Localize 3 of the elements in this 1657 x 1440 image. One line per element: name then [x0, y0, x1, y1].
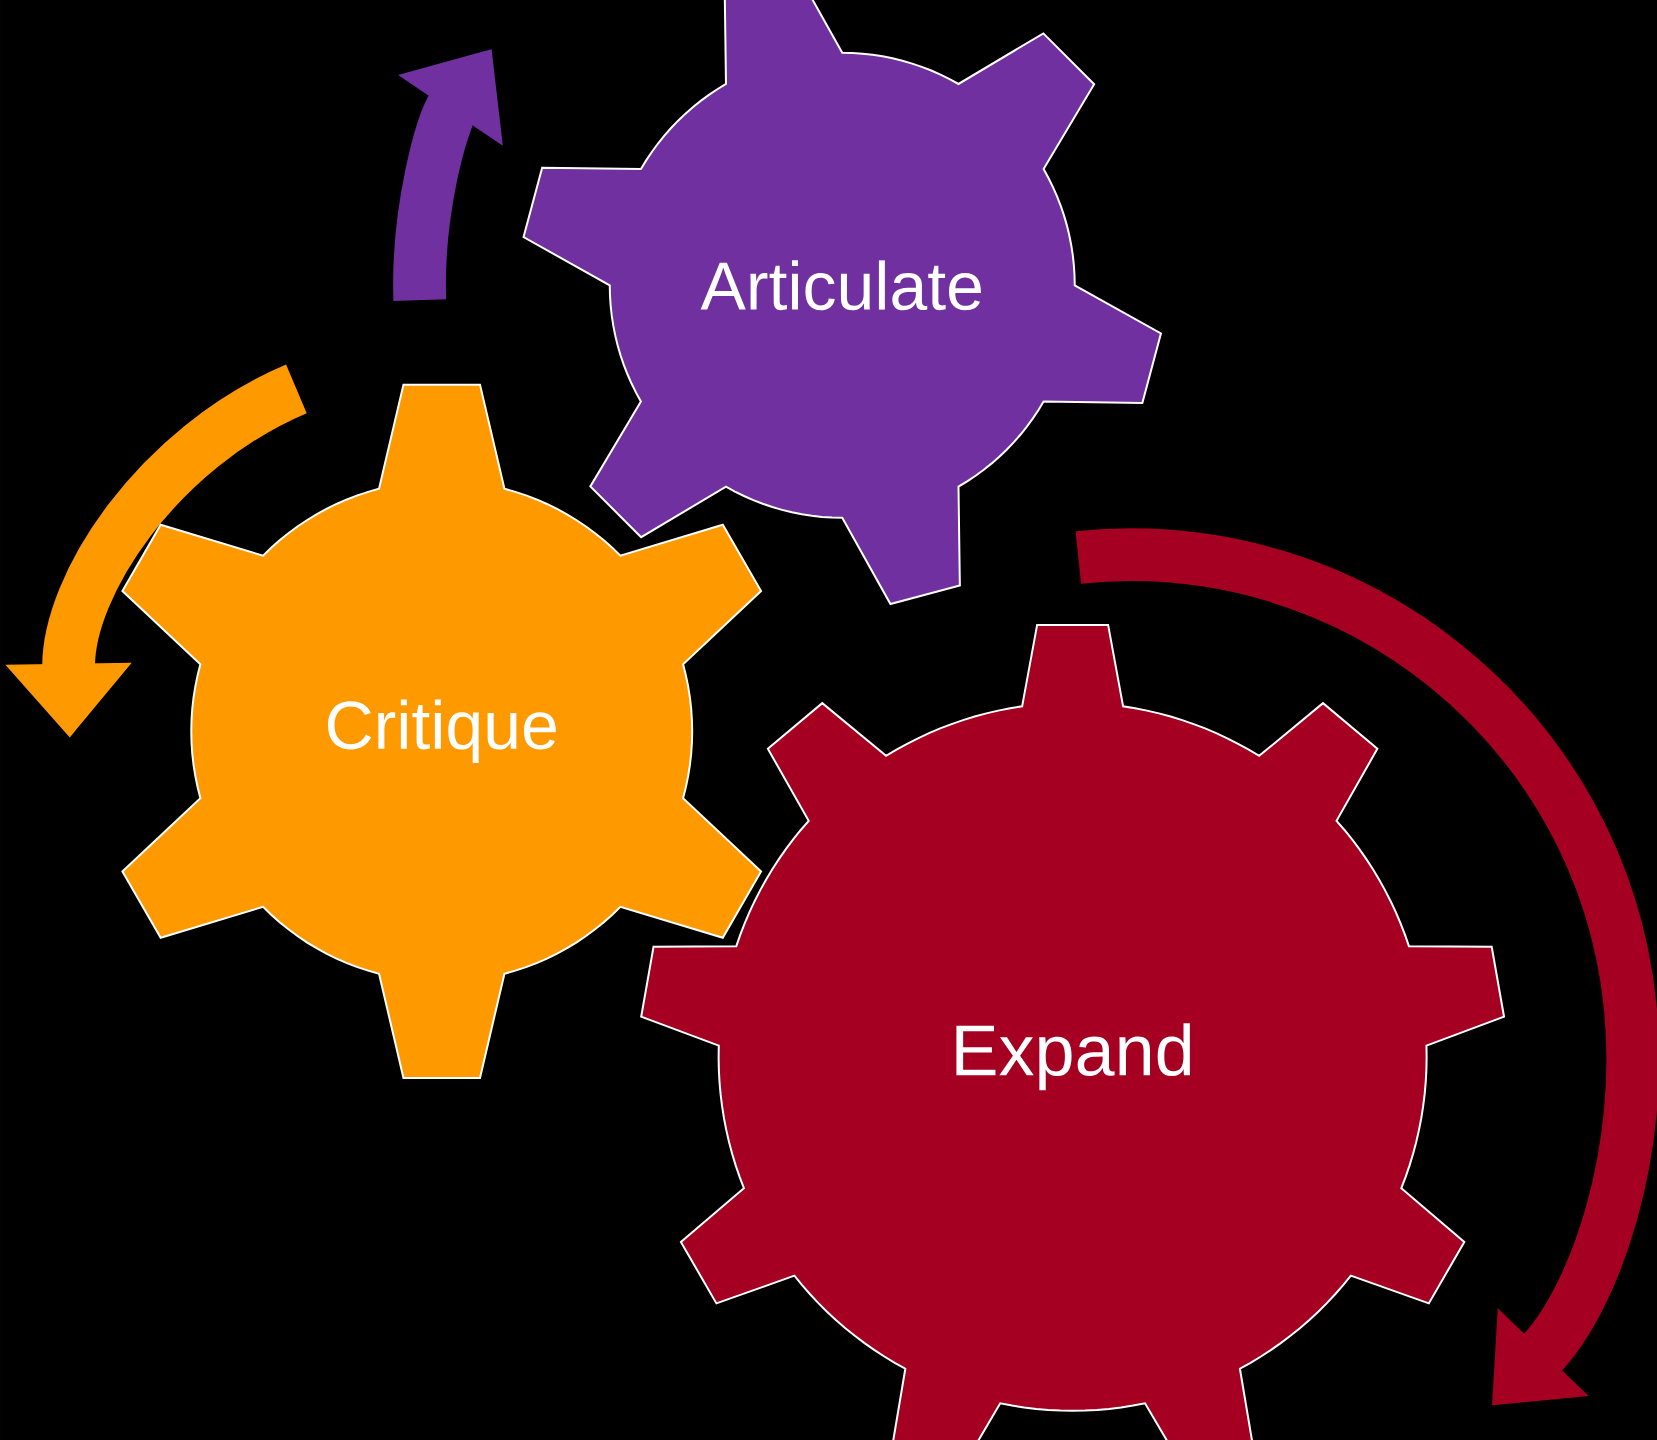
- gear: Articulate: [522, 0, 1163, 606]
- gear: Expand: [640, 623, 1506, 1440]
- gear: Critique: [121, 383, 763, 1079]
